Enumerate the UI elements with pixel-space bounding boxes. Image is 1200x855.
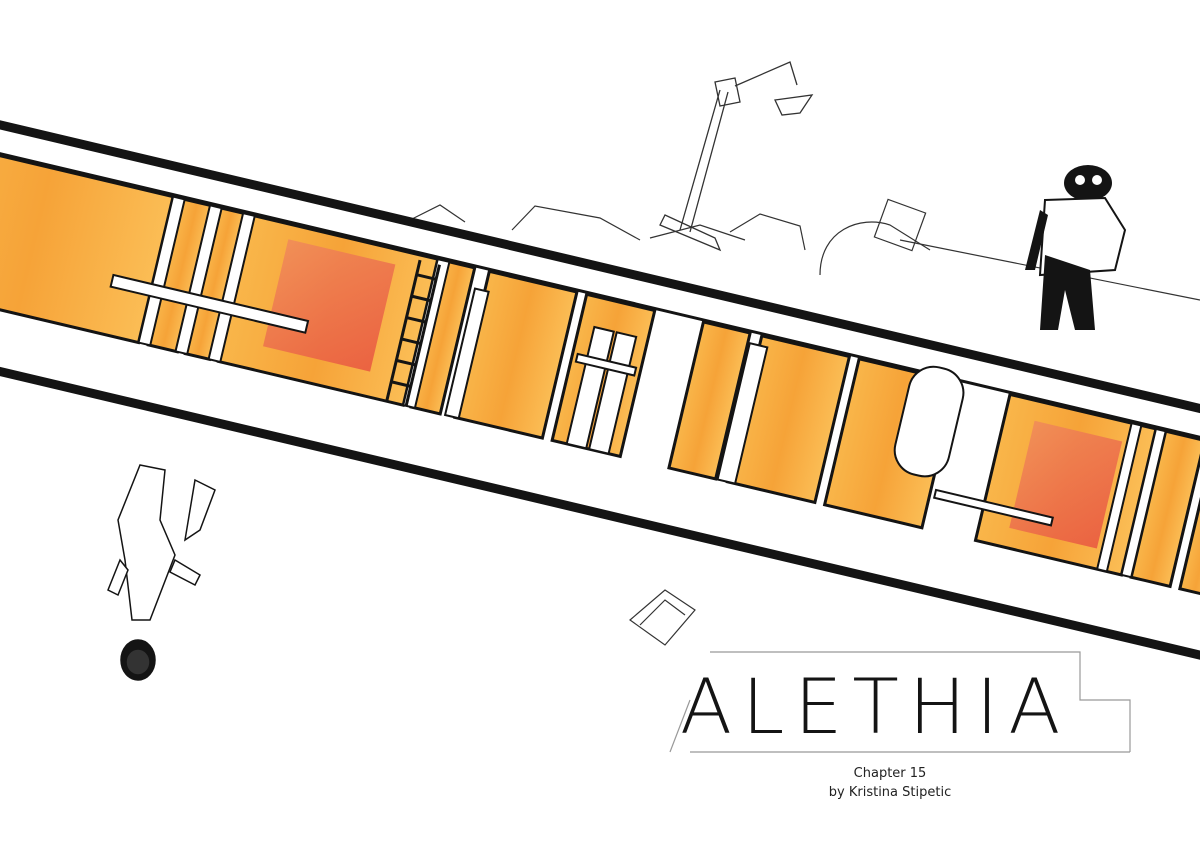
robot-figure [1025, 165, 1127, 330]
pipes [109, 195, 1167, 579]
crane-lamp [659, 61, 814, 252]
tunnel-band [0, 102, 1200, 678]
author-byline: by Kristina Stipetic [828, 785, 952, 800]
title-frame [669, 651, 1131, 753]
chapter-label: Chapter 15 [853, 766, 927, 781]
floating-box [629, 589, 696, 646]
orange-panels [0, 137, 1200, 598]
ladder [385, 259, 441, 407]
comic-title: ALETHIA [680, 662, 1071, 751]
hanging-figure [107, 464, 216, 681]
credits: Chapter 15 by Kristina Stipetic [820, 764, 960, 802]
